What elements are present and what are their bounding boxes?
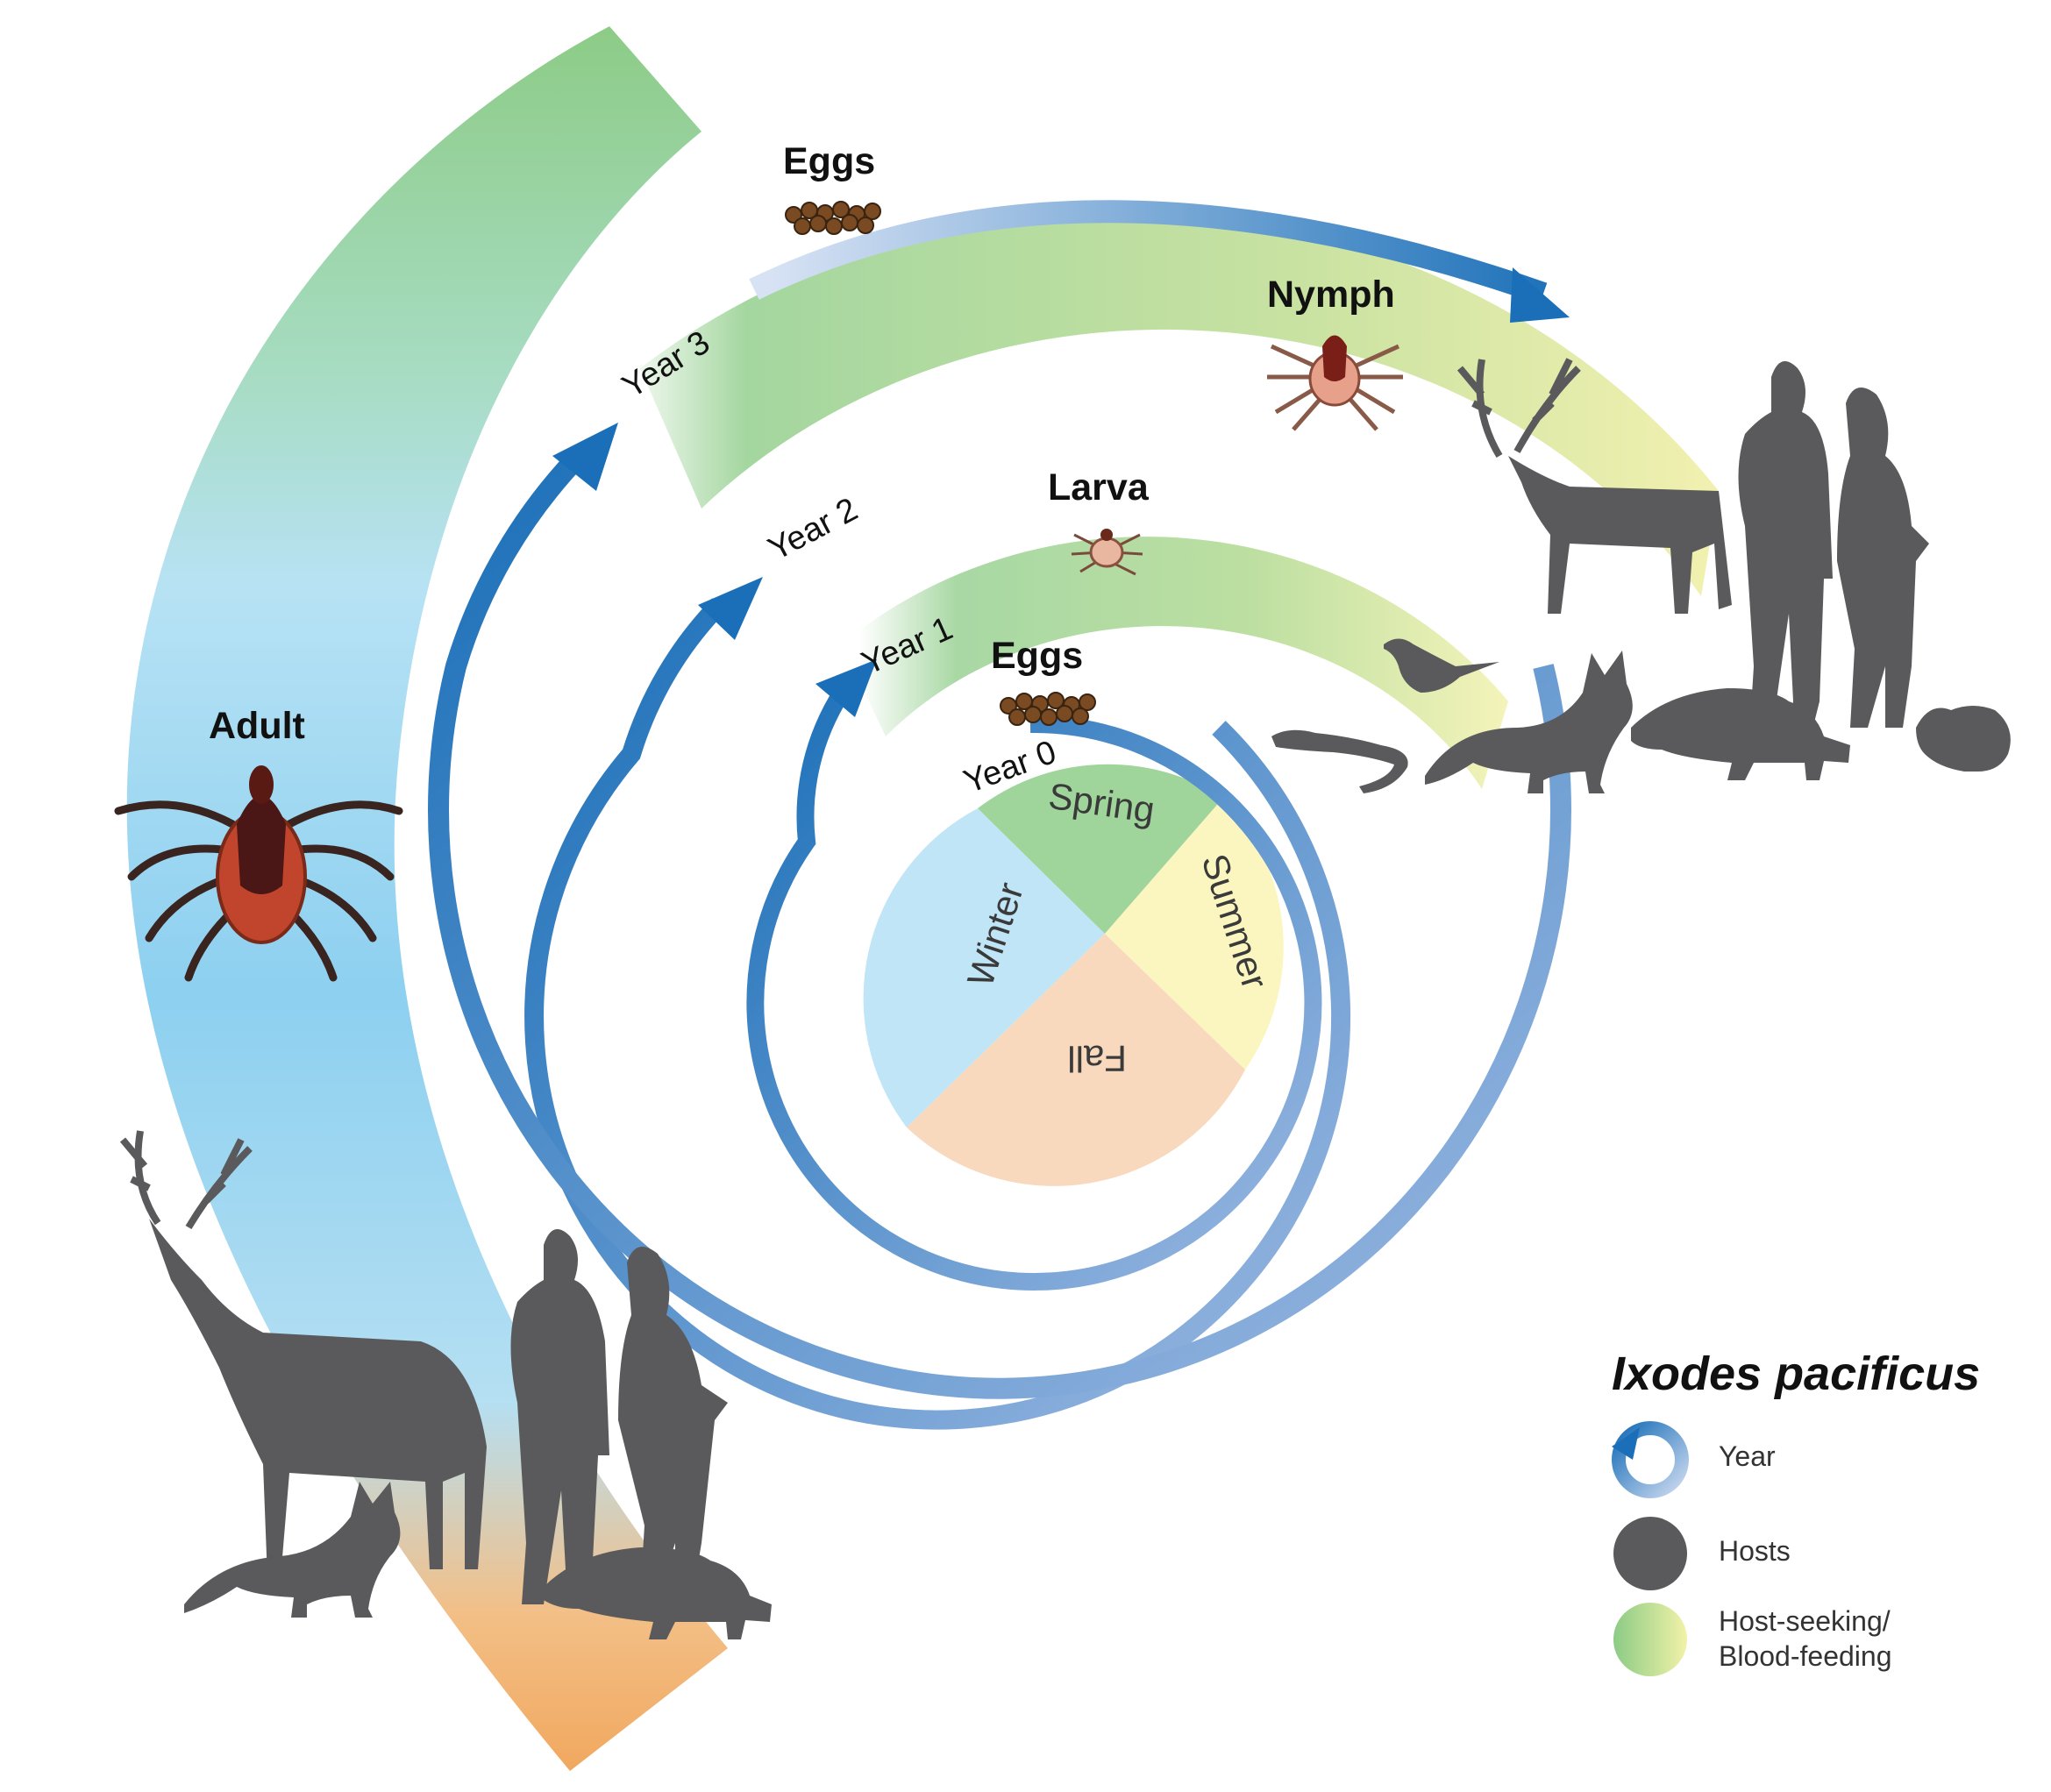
stage-nymph: Nymph	[1267, 274, 1403, 431]
host-lizard-icon	[1271, 729, 1408, 793]
host-raccoon-icon	[544, 1547, 772, 1639]
legend-hosts-label: Hosts	[1719, 1535, 1791, 1567]
eggs-outer-label: Eggs	[783, 140, 875, 182]
gradient-circle-icon	[1613, 1603, 1687, 1676]
legend-blood-feeding-label: Blood-feeding	[1719, 1640, 1891, 1672]
host-squirrel-icon	[1916, 706, 2011, 772]
deer-antlers-icon	[119, 1130, 253, 1230]
legend-year-label: Year	[1719, 1440, 1776, 1472]
year3-arrow	[749, 200, 1548, 305]
year0-arrow	[746, 687, 1322, 1291]
year2-label: Year 2	[763, 491, 865, 568]
year0-arrowhead	[815, 659, 877, 717]
nymph-label: Nymph	[1267, 274, 1395, 316]
host-deer-icon	[1508, 456, 1732, 614]
pie-fall	[907, 934, 1245, 1186]
eggs-inner-label: Eggs	[991, 635, 1083, 677]
year1-arrow	[524, 598, 1351, 1430]
larva-tick-icon	[1071, 529, 1143, 576]
legend: Ixodes pacificus Year Hosts Host-seeking…	[1612, 1348, 1980, 1676]
year1-arrowhead	[698, 577, 763, 640]
adult-label: Adult	[209, 705, 305, 747]
eggs-icon	[785, 201, 881, 235]
stage-eggs-outer: Eggs	[783, 140, 881, 235]
stage-adult: Adult	[114, 705, 403, 982]
host-man-icon	[510, 1229, 609, 1604]
host-woman-icon	[1837, 388, 1929, 728]
year1-host-seeking-band	[842, 537, 1508, 789]
year-arrows	[428, 200, 1571, 1430]
host-circle-icon	[1613, 1517, 1687, 1590]
pie-summer	[1105, 798, 1284, 1070]
host-man-icon	[1738, 361, 1833, 736]
host-deer-icon	[149, 1219, 487, 1578]
eggs-icon	[1000, 692, 1096, 726]
deer-antlers-icon	[1456, 358, 1581, 459]
year3-arrowhead	[1510, 267, 1570, 323]
right-hosts	[1271, 358, 2011, 793]
year-arrow-icon	[1612, 1421, 1689, 1498]
host-fox-icon	[184, 1482, 401, 1618]
left-hosts	[119, 1130, 772, 1639]
legend-host-seeking-label: Host-seeking/	[1719, 1605, 1891, 1637]
host-raccoon-icon	[1631, 688, 1850, 780]
pie-spring	[978, 764, 1223, 934]
year2-arrow	[428, 448, 1571, 1399]
larva-label: Larva	[1048, 466, 1150, 508]
adult-tick-icon	[114, 765, 403, 982]
legend-title: Ixodes pacificus	[1612, 1348, 1980, 1400]
season-pie: Spring Summer Fall Winter	[863, 764, 1284, 1186]
host-fox-icon	[1425, 651, 1633, 793]
stage-eggs-inner: Eggs	[991, 635, 1096, 726]
nymph-tick-icon	[1267, 335, 1403, 431]
year2-arrowhead	[552, 423, 618, 491]
pie-winter	[863, 808, 1105, 1127]
season-fall: Fall	[1067, 1038, 1127, 1079]
year2-host-seeking-band	[640, 210, 1719, 596]
stage-larva: Larva	[1048, 466, 1150, 576]
host-bird-icon	[1384, 638, 1499, 715]
host-woman-icon	[618, 1247, 728, 1596]
